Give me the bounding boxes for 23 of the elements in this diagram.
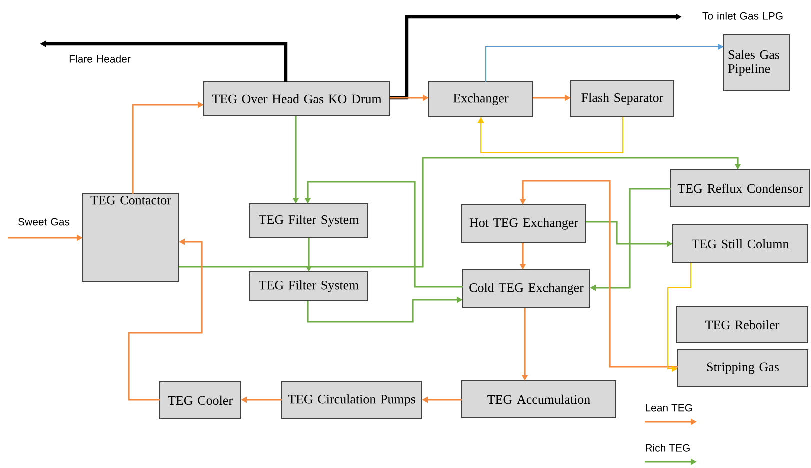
- legend-label: Lean TEG: [646, 404, 692, 412]
- equipment-box: TEG Reboiler: [676, 306, 808, 344]
- equipment-box: TEG Contactor: [82, 194, 180, 282]
- equipment-box: Exchanger: [428, 82, 534, 118]
- equipment-box: TEG Accumulation: [462, 380, 616, 418]
- arrow: [478, 117, 624, 154]
- stream-label: To inlet Gas LPG: [702, 12, 783, 20]
- stream-label: Sweet Gas: [18, 218, 70, 226]
- equipment-box: Cold TEG Exchanger: [462, 270, 590, 308]
- stream-label: Flare Header: [70, 55, 131, 63]
- arrow: [179, 157, 742, 268]
- equipment-box: TEG Reflux Condensor: [670, 170, 810, 208]
- equipment-box: TEG Filter System: [250, 272, 368, 302]
- equipment-box: TEG Cooler: [160, 382, 242, 420]
- equipment-box: Stripping Gas: [678, 350, 808, 388]
- equipment-box: TEG Circulation Pumps: [282, 382, 422, 420]
- equipment-box: TEG Still Column: [672, 224, 808, 264]
- equipment-box: Sales Gas Pipeline: [724, 34, 790, 92]
- equipment-box: TEG Filter System: [250, 204, 368, 238]
- equipment-box: TEG Over Head Gas KO Drum: [204, 82, 390, 116]
- legend-label: Rich TEG: [646, 444, 690, 452]
- equipment-box: Hot TEG Exchanger: [462, 204, 586, 244]
- equipment-box: Flash Separator: [570, 80, 674, 118]
